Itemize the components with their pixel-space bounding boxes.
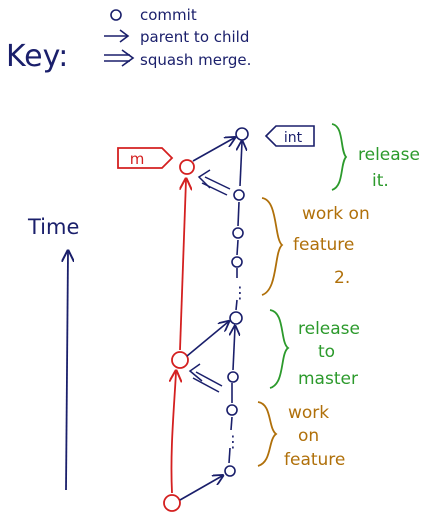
commit-icon xyxy=(110,9,122,21)
master-branch xyxy=(163,159,195,512)
annotation-text: to xyxy=(318,342,335,362)
annotation-text: 2. xyxy=(334,268,350,288)
commit xyxy=(232,227,244,239)
integration-tag-label: int xyxy=(284,130,303,146)
squash-merge-arrow xyxy=(197,169,231,196)
merge-arrow xyxy=(186,322,228,357)
work-feature-2-annotation: work on feature 2. xyxy=(261,197,370,296)
key-commit-label: commit xyxy=(140,6,197,24)
annotation-text: feature xyxy=(284,450,345,470)
time-axis-arrow xyxy=(66,252,68,491)
annotation-text: release xyxy=(298,319,360,339)
ellipsis: ⋮ xyxy=(225,432,241,451)
brace xyxy=(331,123,348,191)
master-commit xyxy=(163,494,181,512)
ellipsis: ⋮ xyxy=(232,283,248,302)
annotation-text: work on xyxy=(302,204,370,224)
commit xyxy=(227,371,239,383)
master-tag: m xyxy=(117,147,174,169)
master-tag-label: m xyxy=(130,150,145,168)
brace xyxy=(269,309,290,389)
annotation-text: release xyxy=(358,145,420,165)
commit xyxy=(233,189,245,201)
commit xyxy=(226,404,238,416)
annotation-text: on xyxy=(298,426,319,446)
brace xyxy=(257,401,278,467)
integration-branch: ⋮ ⋮ xyxy=(224,127,249,477)
key-title: Key: xyxy=(6,39,68,74)
branch-arrow xyxy=(179,476,222,501)
annotation-text: work xyxy=(288,403,329,423)
commit xyxy=(231,256,243,268)
work-feature-annotation: work on feature xyxy=(257,401,345,470)
time-label: Time xyxy=(27,215,79,239)
release-commit xyxy=(229,311,243,325)
brace xyxy=(261,197,284,296)
master-commit xyxy=(179,159,195,175)
annotation-text: master xyxy=(298,369,358,389)
squash-merge-arrow xyxy=(188,363,223,393)
squash-arrow-icon xyxy=(104,49,135,67)
key-parent-label: parent to child xyxy=(140,28,249,46)
master-commit xyxy=(171,351,189,369)
release-to-master-annotation: release to master xyxy=(269,309,360,389)
key-squash-label: squash merge. xyxy=(140,51,251,69)
release-commit xyxy=(235,127,249,141)
integration-tag: int xyxy=(264,125,315,147)
annotation-text: feature xyxy=(293,235,354,255)
key-legend: Key: commit parent to child squash merge… xyxy=(6,6,251,74)
merge-arrow xyxy=(192,138,234,162)
annotation-text: it. xyxy=(372,171,389,191)
commit xyxy=(224,465,236,477)
parent-arrow-icon xyxy=(104,29,130,43)
release-it-annotation: release it. xyxy=(331,123,420,191)
